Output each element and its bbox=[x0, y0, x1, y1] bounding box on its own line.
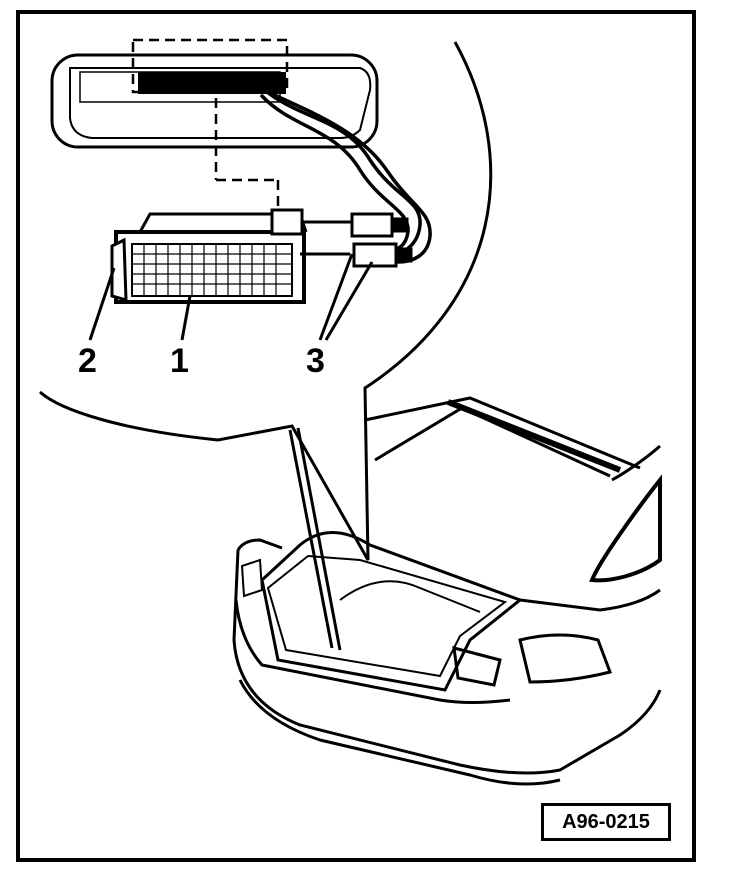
leader-lines bbox=[88, 253, 374, 341]
car-rear bbox=[232, 396, 662, 786]
figure-reference: A96-0215 bbox=[541, 803, 671, 841]
callout-1: 1 bbox=[170, 342, 189, 380]
callout-3: 3 bbox=[306, 342, 325, 380]
wiring-harness bbox=[260, 86, 432, 264]
lamp-unit bbox=[114, 208, 360, 304]
trim-panel bbox=[50, 53, 379, 149]
lamp-outline-dashed bbox=[131, 38, 289, 218]
lamp-mount-slot bbox=[138, 72, 286, 94]
connectors bbox=[350, 212, 413, 268]
callout-2: 2 bbox=[78, 342, 97, 380]
detail-bubble bbox=[38, 41, 493, 561]
lamp-clip bbox=[110, 237, 128, 303]
outer-frame bbox=[16, 10, 696, 862]
